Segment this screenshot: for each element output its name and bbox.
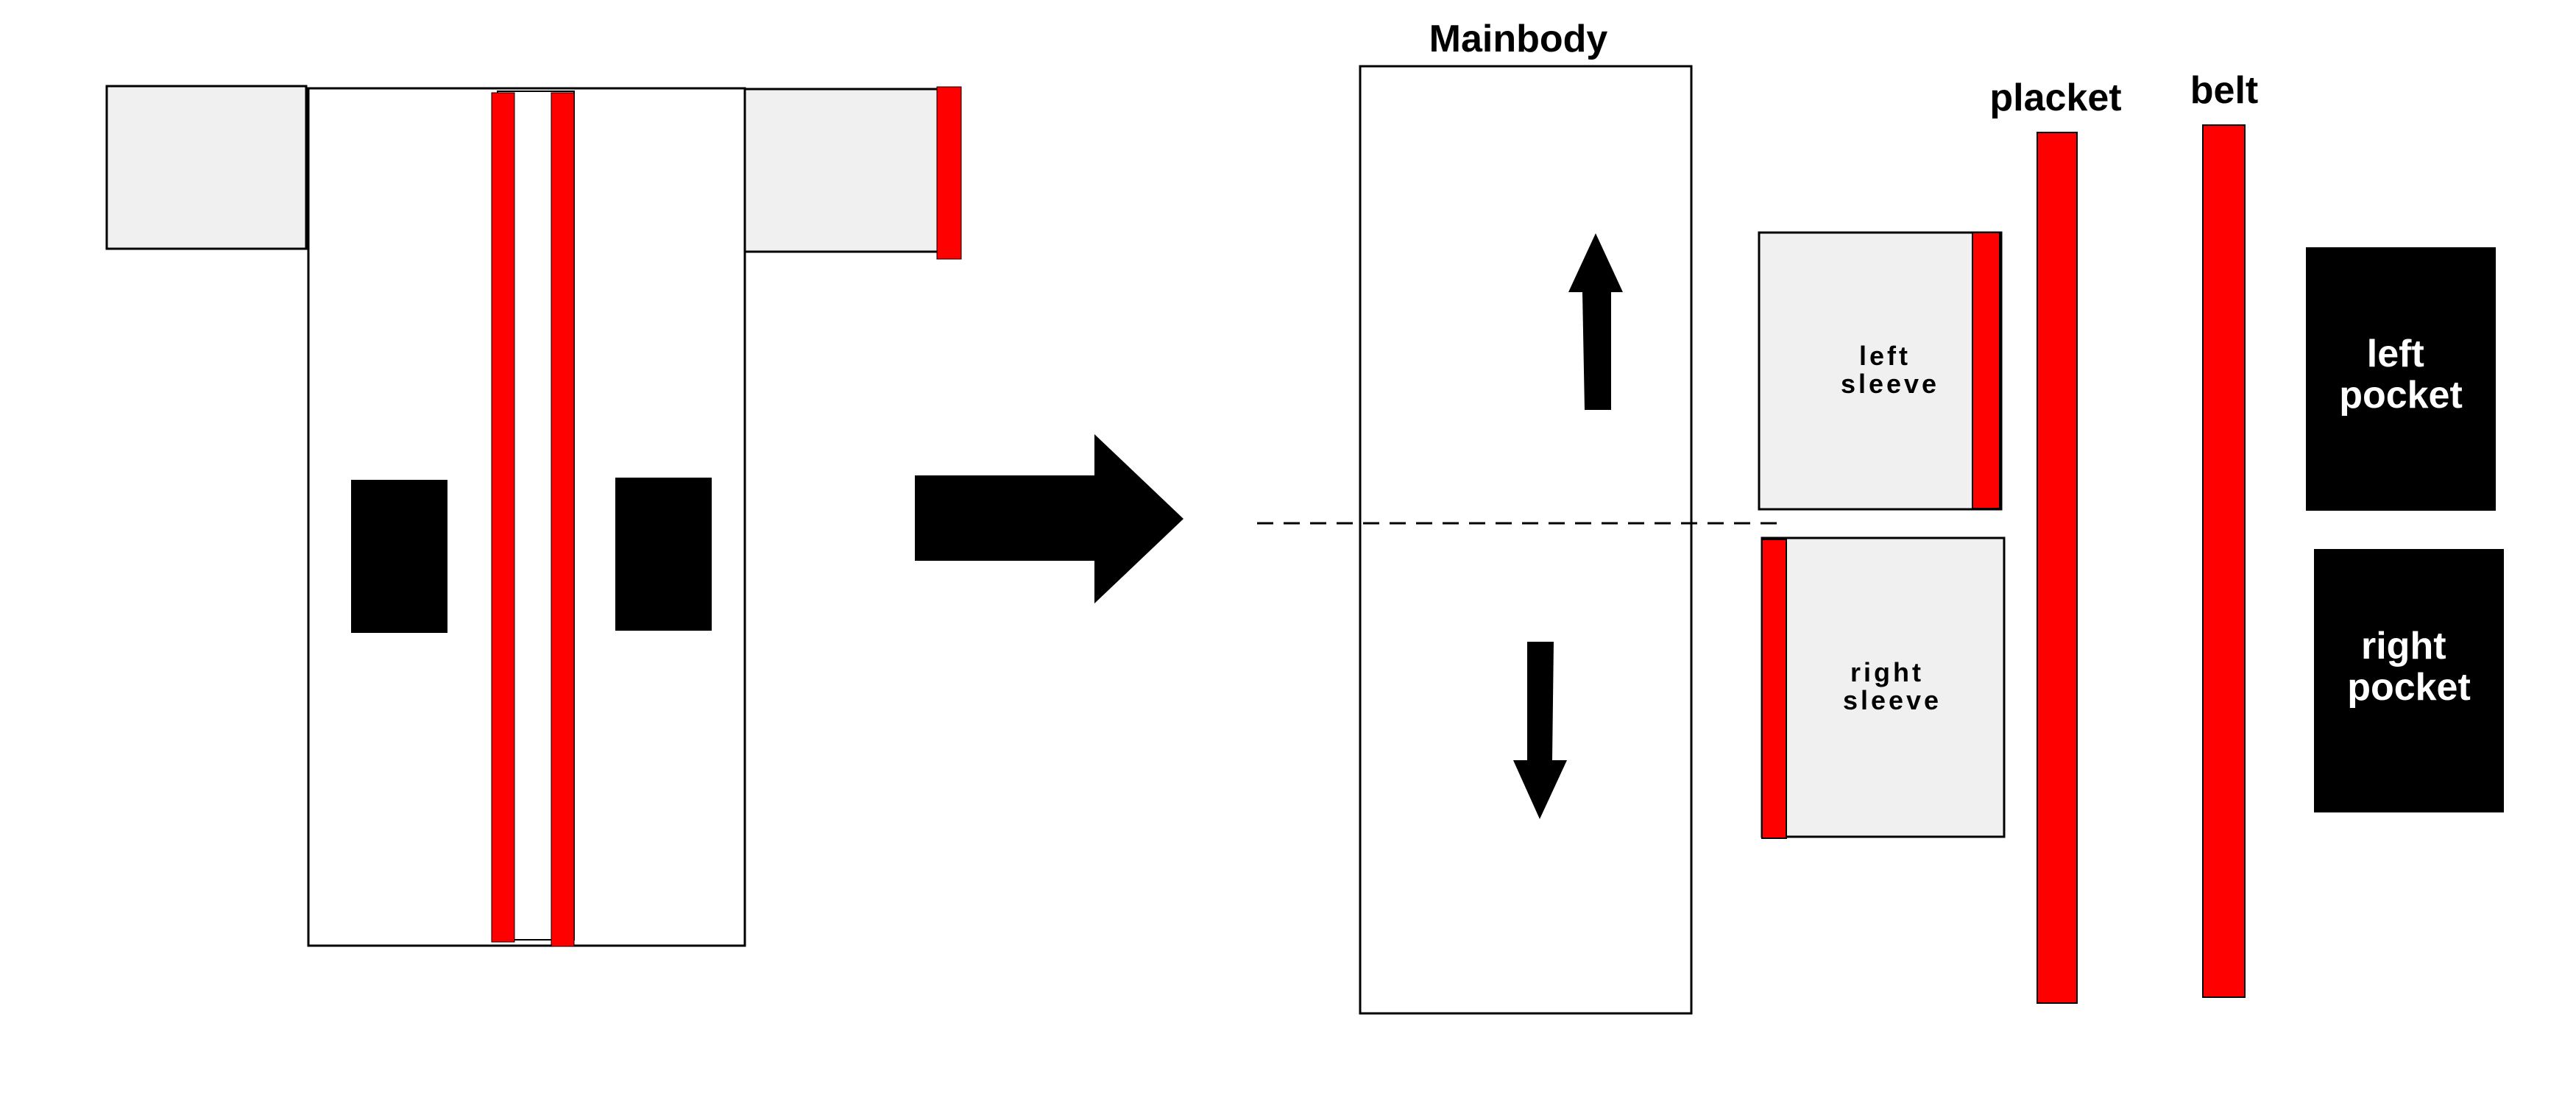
belt-label: belt: [2190, 69, 2258, 112]
pattern-pieces: Mainbody left sleeve right sleeve placke…: [1257, 18, 2504, 1015]
assembled-left-pocket: [351, 480, 447, 633]
up-arrow-icon: [1568, 233, 1623, 410]
left-sleeve-cuff: [1972, 232, 2000, 509]
right-sleeve-cuff: [1761, 539, 1787, 839]
assembled-belt: [551, 92, 575, 947]
assembled-garment: [105, 85, 962, 947]
right-sleeve-piece: [1761, 536, 2006, 838]
right-pocket-piece: [2314, 549, 2504, 812]
right-sleeve-label: right sleeve: [1843, 657, 1942, 715]
assembled-right-sleeve-cuff: [936, 86, 962, 260]
placket-piece: [2037, 132, 2078, 1004]
left-pocket-label: left pocket: [2339, 333, 2463, 417]
belt-piece: [2202, 124, 2246, 998]
right-pocket-label: right pocket: [2347, 625, 2471, 709]
placket-label: placket: [1989, 77, 2121, 119]
down-arrow-icon: [1513, 642, 1567, 819]
assembled-left-sleeve: [105, 85, 308, 250]
left-sleeve-piece: [1758, 231, 2003, 511]
left-sleeve-label: left sleeve: [1841, 341, 1939, 399]
mainbody-label: Mainbody: [1429, 18, 1608, 60]
assembled-right-sleeve: [743, 88, 940, 253]
mainbody-piece: [1359, 65, 1693, 1015]
assembled-placket: [491, 92, 515, 943]
left-pocket-piece: [2306, 247, 2496, 511]
transform-arrow: [915, 434, 1183, 603]
assembled-right-pocket: [615, 478, 712, 631]
